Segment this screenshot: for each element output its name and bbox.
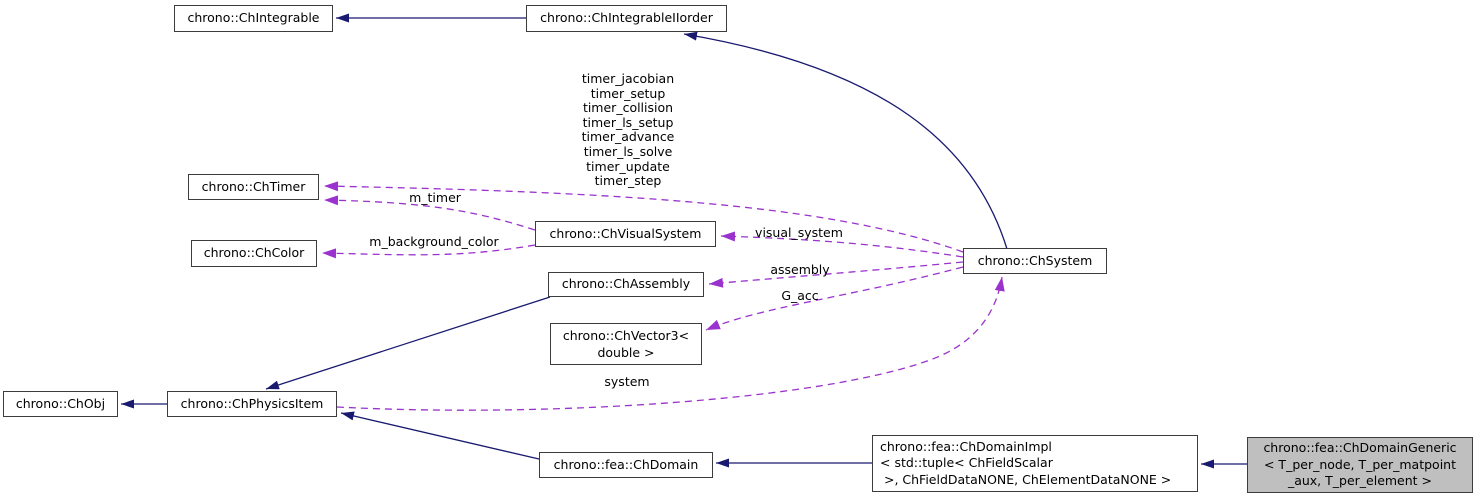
edge-label-m-background-color: m_background_color	[369, 234, 499, 249]
node-chrono-chassembly[interactable]: chrono::ChAssembly	[548, 272, 704, 297]
node-label: chrono::fea::ChDomainGeneric < T_per_nod…	[1263, 440, 1457, 489]
edge-system-uses-timer	[323, 181, 964, 253]
node-chrono-chvector3-double[interactable]: chrono::ChVector3< double >	[550, 323, 702, 365]
edge-system-uses-vector3	[705, 266, 964, 331]
node-label: chrono::ChPhysicsItem	[180, 395, 324, 411]
node-chrono-chintegrableiiorder[interactable]: chrono::ChIntegrableIIorder	[526, 5, 727, 32]
node-chrono-chsystem[interactable]: chrono::ChSystem	[963, 248, 1107, 274]
edge-visualsystem-uses-color	[321, 244, 536, 259]
edge-visualsystem-uses-timer	[323, 195, 536, 231]
edge-label-m-timer: m_timer	[409, 190, 461, 205]
node-chrono-fea-chdomainimpl[interactable]: chrono::fea::ChDomainImpl < std::tuple< …	[872, 435, 1198, 492]
edge-assembly-to-physicsitem	[265, 296, 551, 390]
edge-system-uses-assembly	[708, 261, 964, 288]
node-label: chrono::ChIntegrable	[187, 10, 320, 26]
edge-label-g-acc: G_acc	[781, 288, 819, 303]
edge-system-to-integrableiiorder	[683, 31, 1008, 250]
node-chrono-chintegrable[interactable]: chrono::ChIntegrable	[174, 5, 333, 32]
node-label: chrono::ChTimer	[201, 178, 306, 194]
node-label: chrono::ChColor	[203, 245, 305, 261]
node-chrono-chtimer[interactable]: chrono::ChTimer	[188, 174, 319, 200]
edge-label-visual-system: visual_system	[755, 225, 843, 240]
edge-system-uses-visualsystem	[720, 231, 964, 258]
node-label: chrono::ChSystem	[977, 252, 1093, 268]
edge-label-assembly: assembly	[770, 262, 830, 277]
node-label: chrono::fea::ChDomainImpl < std::tuple< …	[880, 438, 1172, 487]
edge-physicsitem-uses-system	[336, 276, 1005, 411]
edge-domain-to-physicsitem	[340, 411, 540, 460]
node-label: chrono::ChVector3< double >	[562, 328, 690, 360]
edge-label-timers: timer_jacobian timer_setup timer_collisi…	[581, 71, 675, 189]
node-label: chrono::ChIntegrableIIorder	[540, 10, 713, 26]
node-chrono-chobj[interactable]: chrono::ChObj	[3, 391, 118, 417]
node-chrono-chcolor[interactable]: chrono::ChColor	[191, 240, 317, 267]
node-label: chrono::fea::ChDomain	[553, 456, 699, 472]
node-chrono-chvisualsystem[interactable]: chrono::ChVisualSystem	[535, 221, 716, 247]
node-label: chrono::ChObj	[15, 395, 106, 411]
node-chrono-fea-chdomaingeneric[interactable]: chrono::fea::ChDomainGeneric < T_per_nod…	[1247, 437, 1473, 493]
node-label: chrono::ChVisualSystem	[549, 225, 702, 241]
edge-label-system: system	[604, 374, 650, 389]
node-chrono-chphysicsitem[interactable]: chrono::ChPhysicsItem	[167, 391, 337, 417]
node-label: chrono::ChAssembly	[561, 276, 691, 292]
node-chrono-fea-chdomain[interactable]: chrono::fea::ChDomain	[539, 452, 713, 478]
